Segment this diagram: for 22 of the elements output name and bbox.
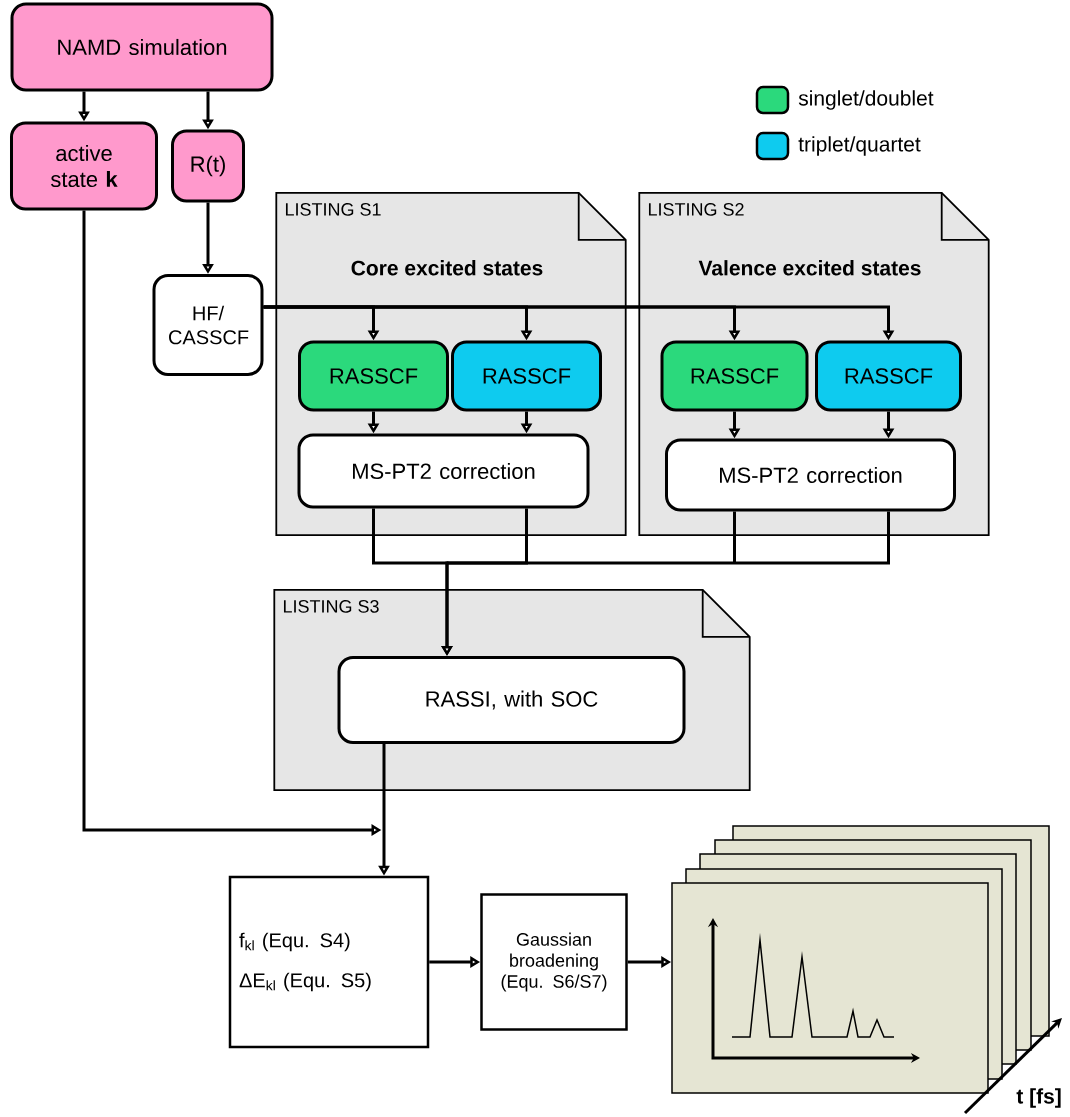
process-box: f$_{kl}$ (Equ. S4) ΔE$_{kl}$ (Equ. S5) — [228, 875, 430, 1049]
panel-heading: Valence excited states — [698, 260, 921, 276]
process-box: RASSCF — [298, 340, 449, 412]
legend-label: triplet/quartet — [798, 136, 921, 156]
listing-label: LISTING S3 — [283, 600, 379, 613]
branch-line — [733, 511, 736, 563]
process-box: MS-PT2 correction — [297, 433, 590, 509]
listing-label: LISTING S2 — [648, 203, 744, 216]
process-box: HF/ CASSCF — [152, 274, 264, 376]
process-box: RASSCF — [451, 340, 602, 412]
panel-heading: Core excited states — [351, 260, 543, 276]
process-box: R(t) — [171, 129, 245, 203]
process-box: RASSCF — [815, 340, 962, 412]
process-box: active state k — [10, 121, 158, 211]
legend-label: singlet/doublet — [798, 90, 934, 110]
process-box: NAMD simulation — [10, 2, 274, 92]
process-box: RASSI, with SOC — [337, 656, 686, 744]
axis-label: t [fs] — [1016, 1088, 1061, 1108]
listing-label: LISTING S1 — [285, 203, 381, 216]
process-box: RASSCF — [660, 340, 809, 412]
process-box: Gaussian broadening (Equ. S6/S7) — [480, 893, 628, 1031]
process-box: MS-PT2 correction — [665, 438, 956, 512]
